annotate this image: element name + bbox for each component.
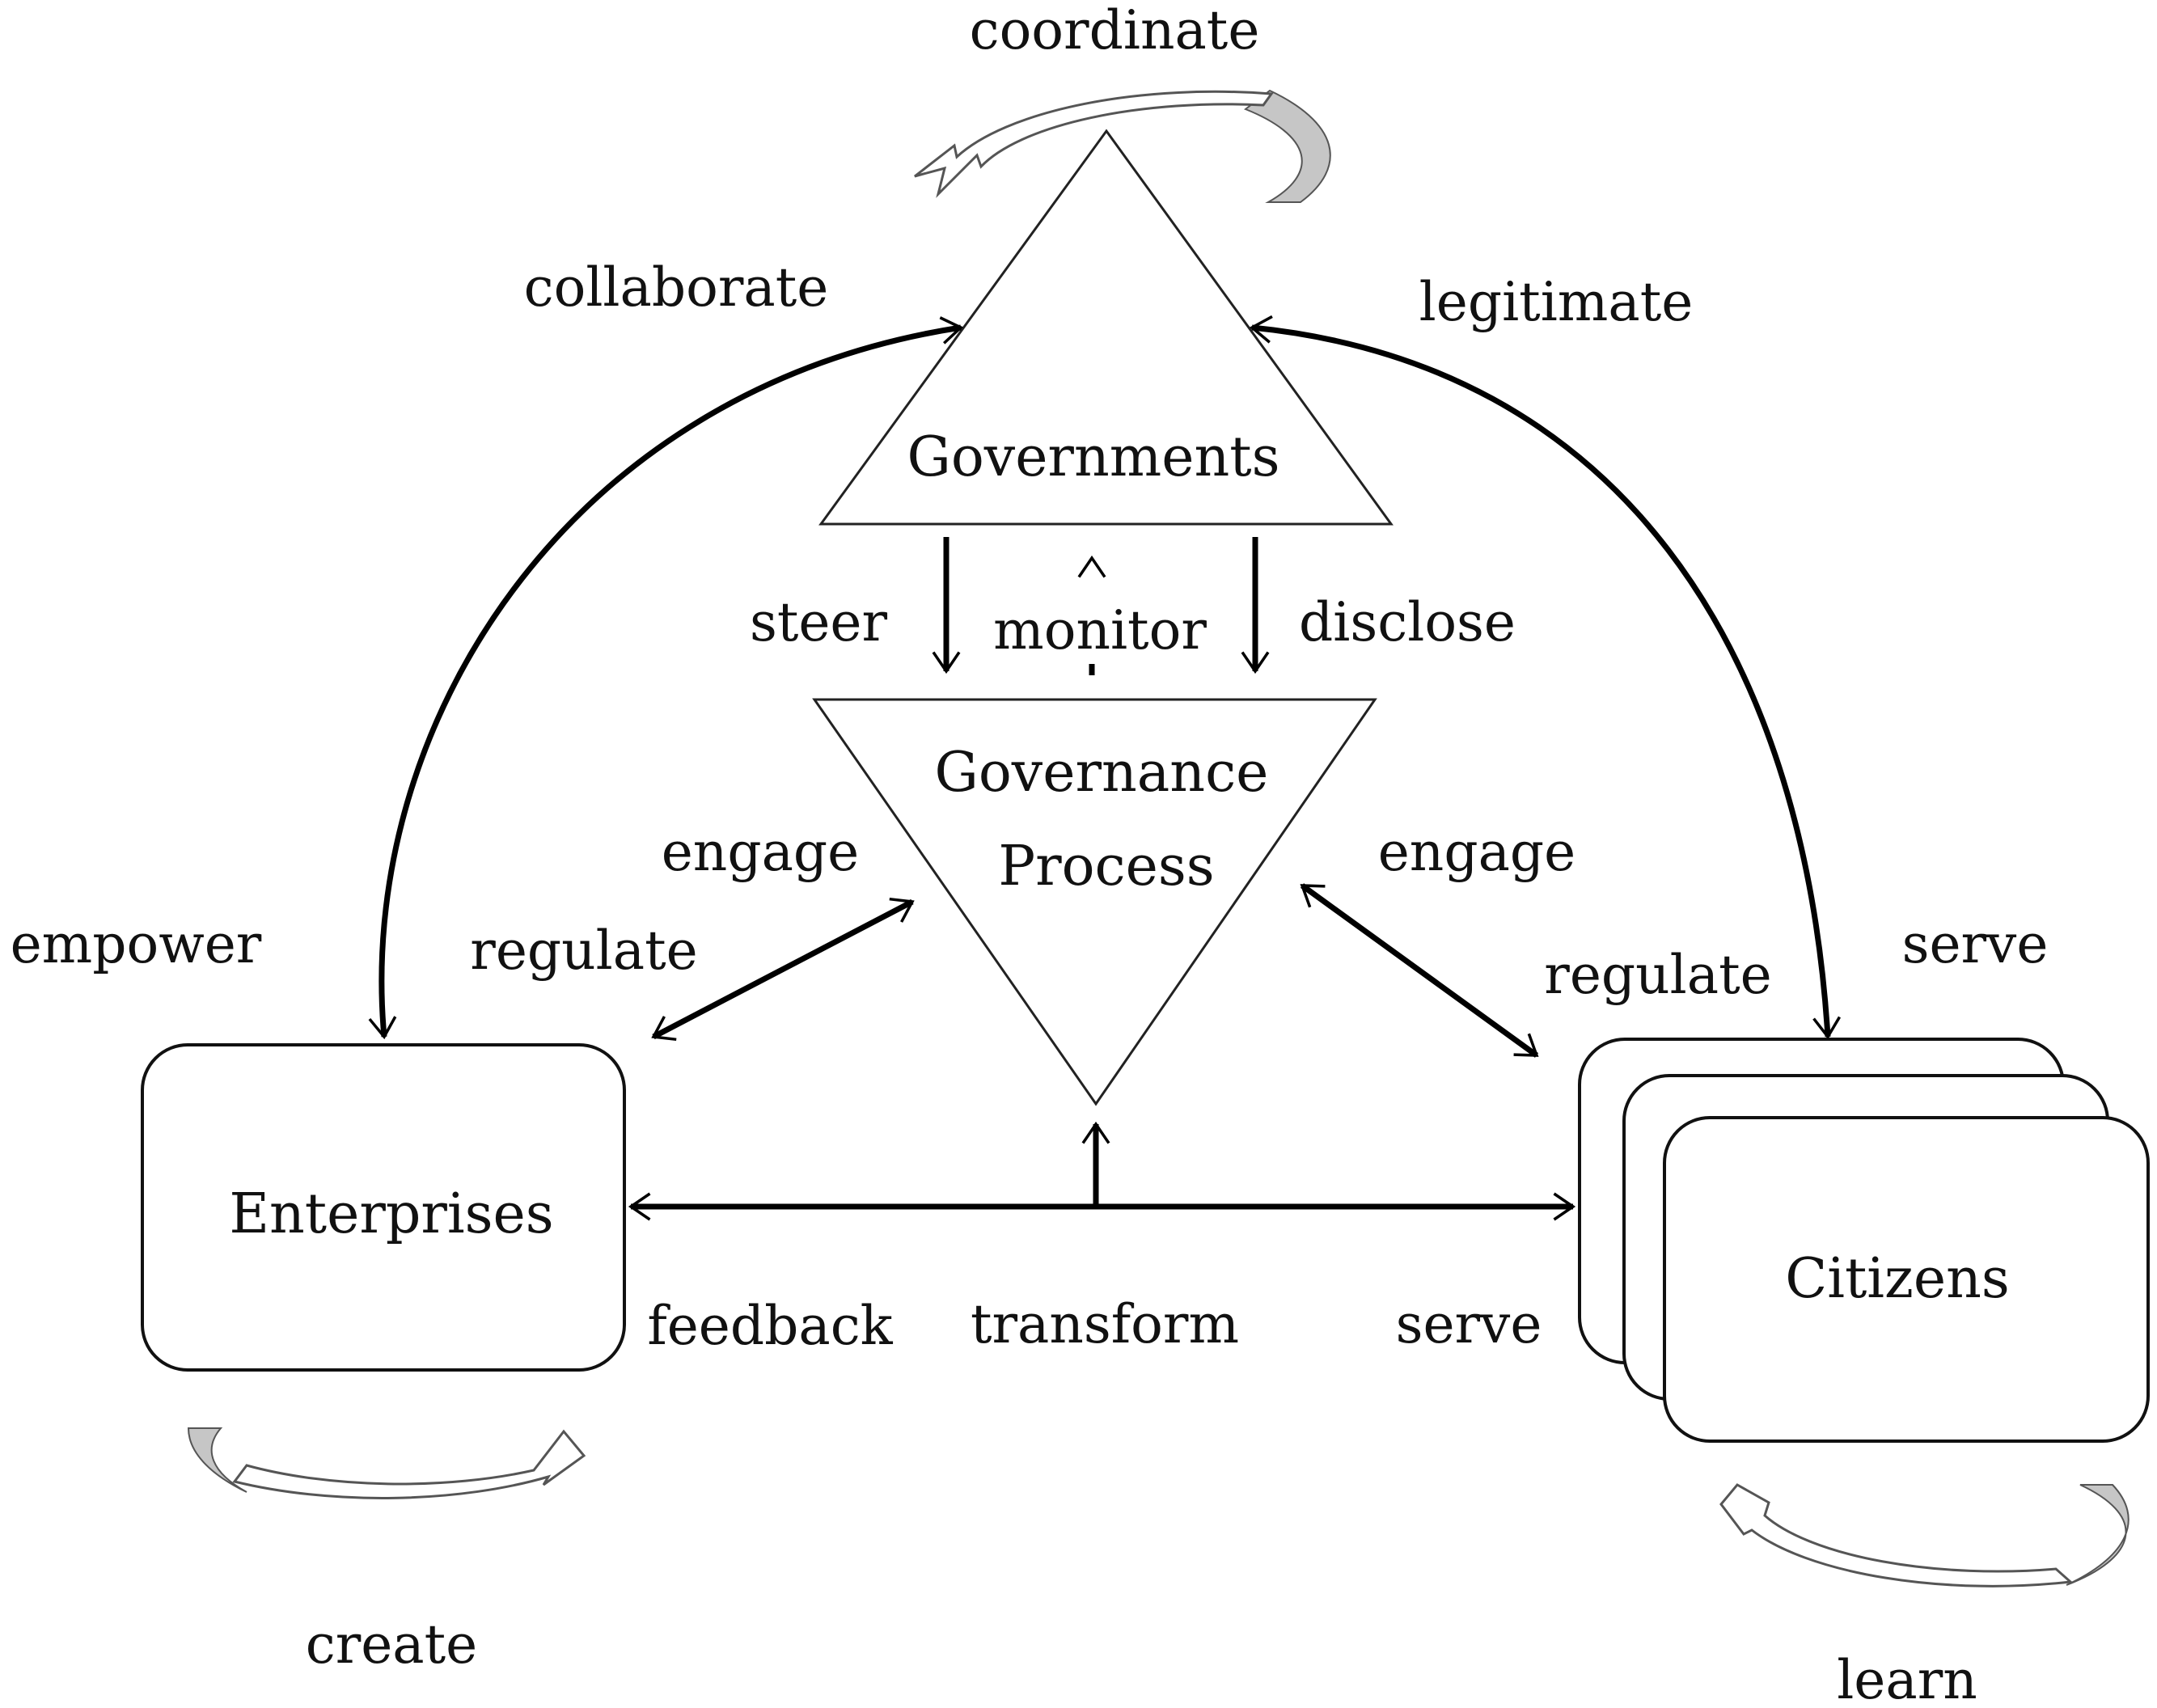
engage-regulate-left-arrow: [651, 897, 915, 1042]
disclose-label: disclose: [1299, 591, 1516, 653]
coordinate-cycle-icon: [914, 89, 1331, 203]
learn-cycle-icon: [1719, 1483, 2130, 1588]
collaborate-label: collaborate: [524, 256, 829, 319]
serve-bottom-label: serve: [1396, 1293, 1542, 1355]
engage-left-label: engage: [662, 821, 859, 883]
create-cycle-icon: [187, 1427, 586, 1499]
coordinate-label: coordinate: [970, 0, 1260, 61]
serve-top-label: serve: [1902, 913, 2049, 975]
enterprises-box: [141, 1043, 626, 1372]
learn-label: learn: [1837, 1649, 1977, 1708]
engage-right-label: engage: [1378, 821, 1575, 883]
engage-regulate-right-arrow: [1300, 883, 1539, 1058]
governments-triangle: [818, 129, 1394, 526]
feedback-label: feedback: [647, 1295, 893, 1357]
citizens-label: Citizens: [1785, 1247, 2010, 1311]
enterprises-label: Enterprises: [229, 1182, 553, 1246]
citizens-stack: [1578, 1038, 2150, 1443]
legitimate-label: legitimate: [1419, 271, 1694, 333]
regulate-left-label: regulate: [470, 920, 697, 982]
create-label: create: [306, 1613, 478, 1676]
governance-label: Governance: [935, 741, 1269, 805]
empower-label: empower: [11, 913, 262, 975]
legitimate-arrow: [1249, 315, 1842, 1040]
transform-label: transform: [971, 1293, 1239, 1355]
collaborate-arrow: [368, 316, 964, 1040]
process-label: Process: [998, 835, 1214, 898]
steer-label: steer: [750, 591, 888, 653]
monitor-label: monitor: [993, 599, 1207, 662]
regulate-right-label: regulate: [1544, 944, 1771, 1006]
governments-label: Governments: [907, 425, 1280, 489]
